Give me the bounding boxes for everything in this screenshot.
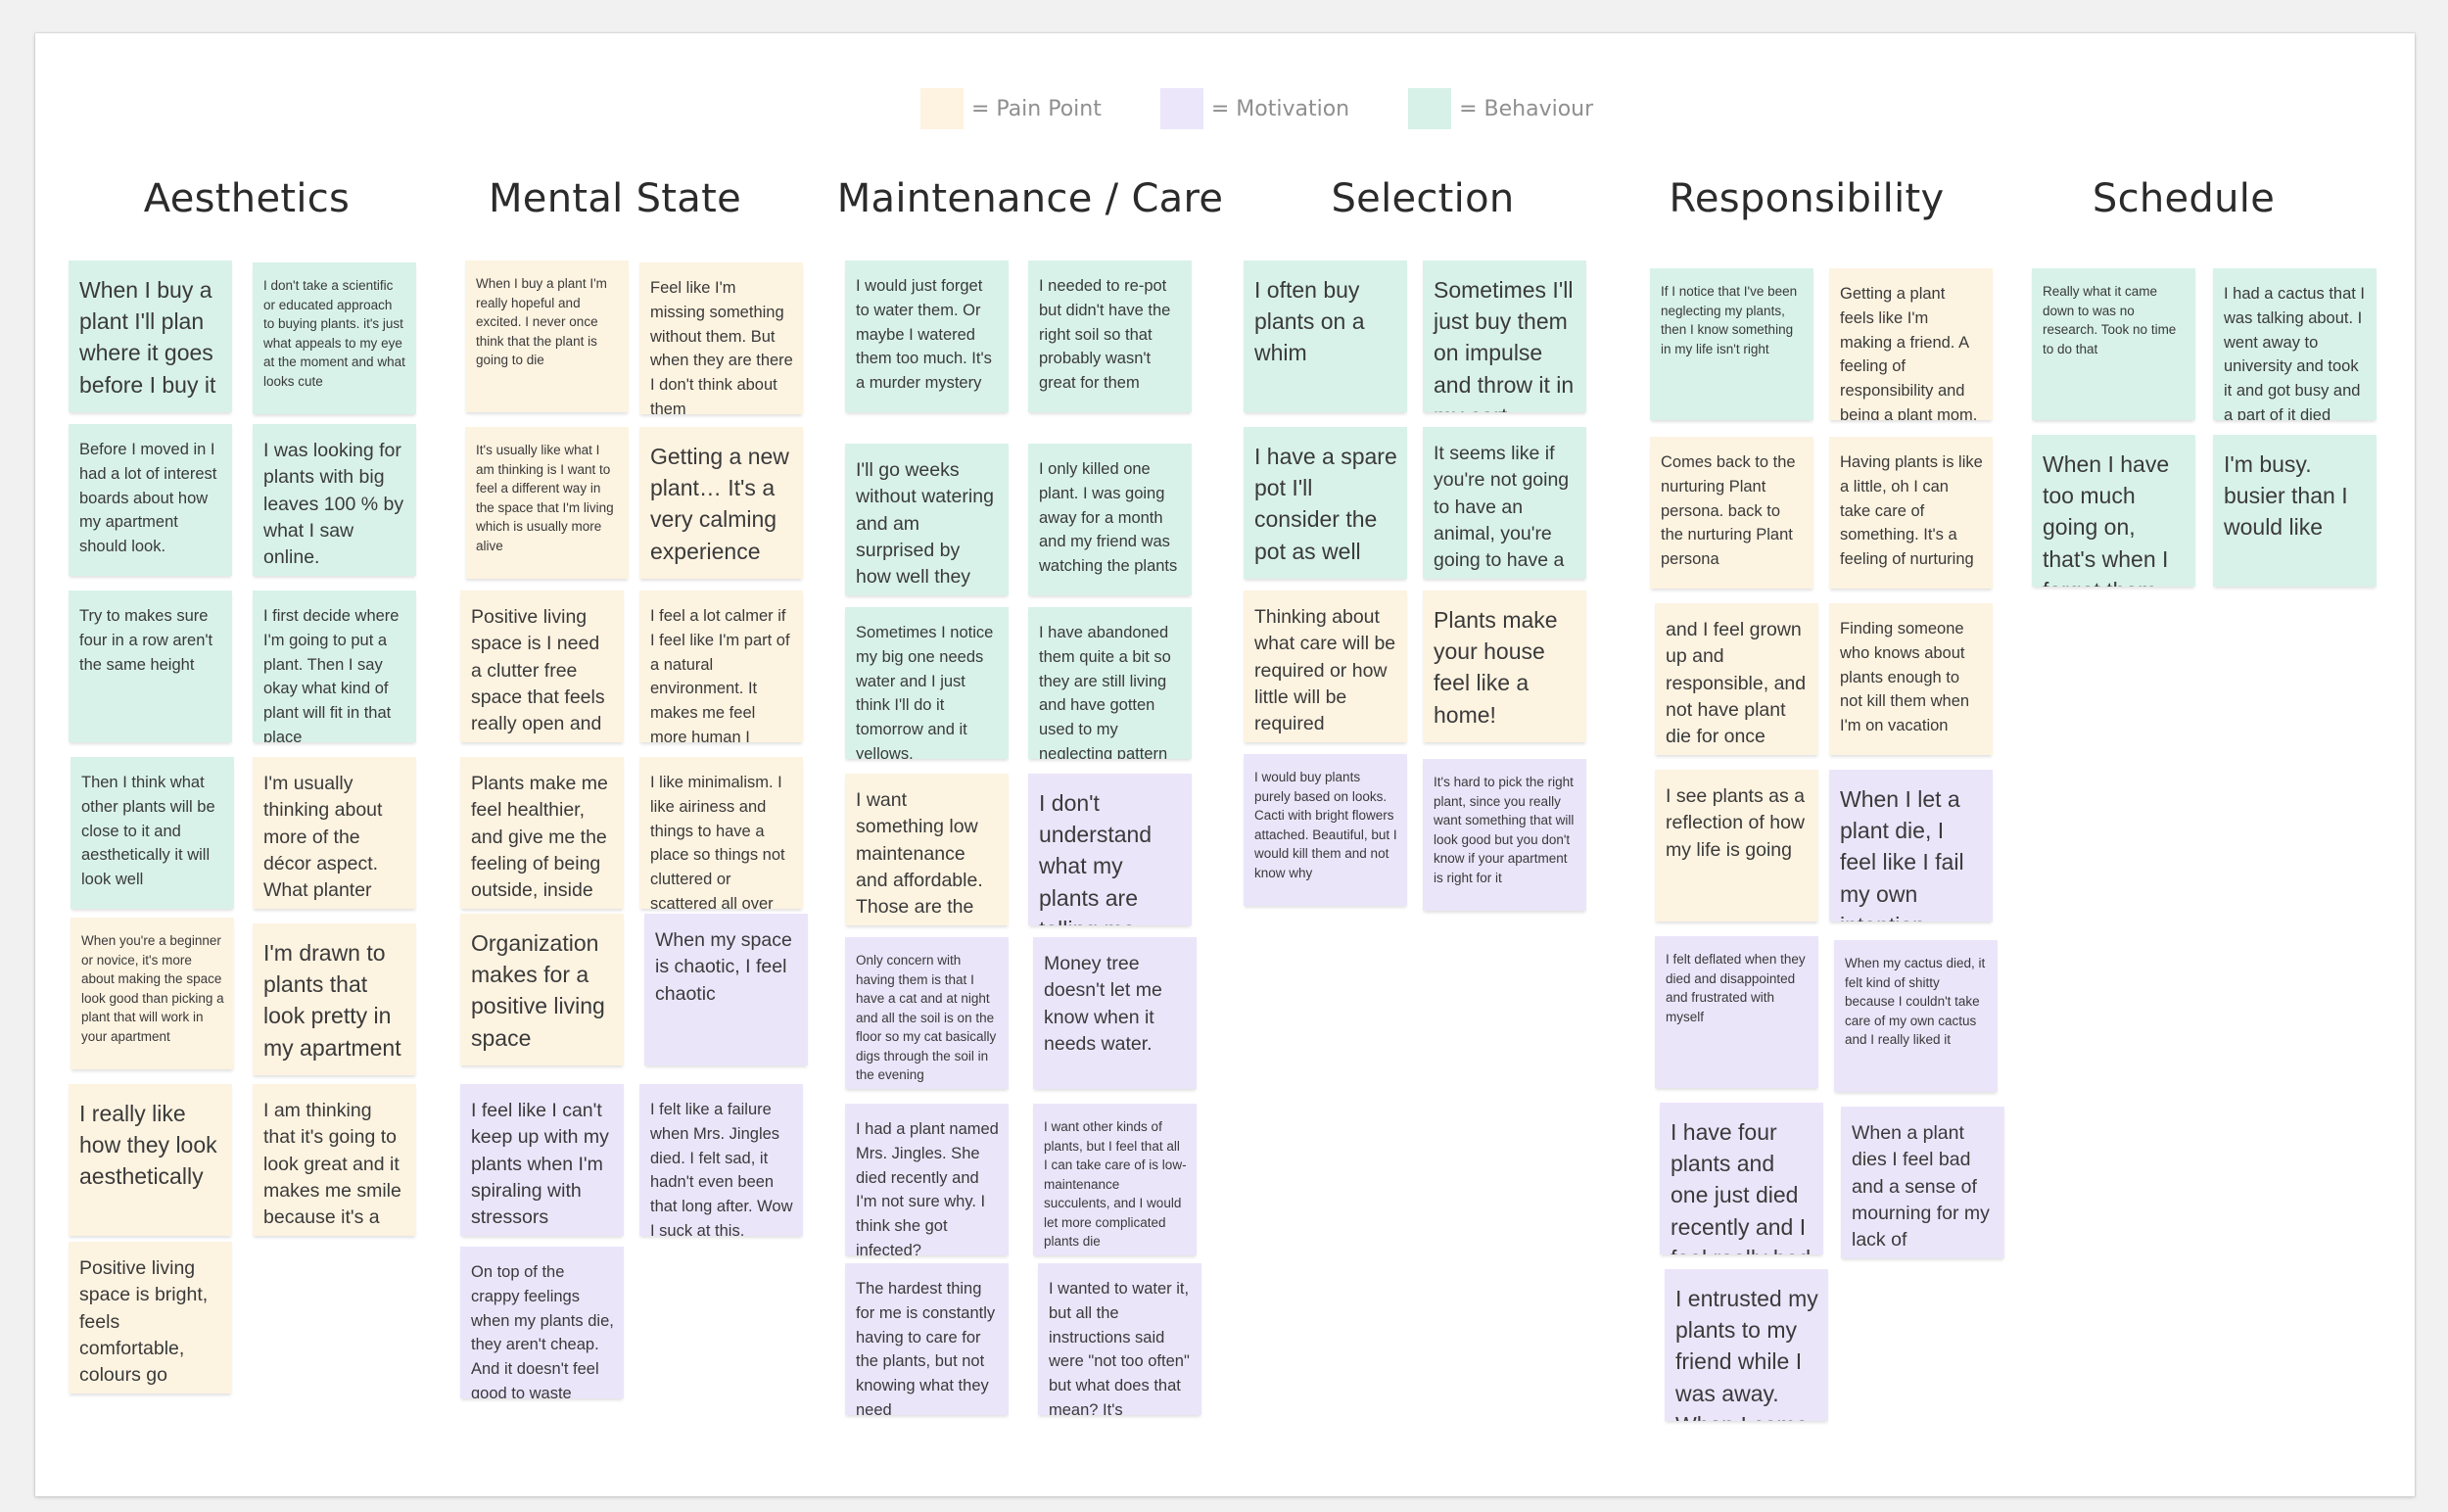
sticky-note[interactable]: Comes back to the nurturing Plant person… <box>1650 437 1813 589</box>
sticky-note[interactable]: Having plants is like a little, oh I can… <box>1829 437 1993 589</box>
sticky-note[interactable]: When I have too much going on, that's wh… <box>2032 435 2195 587</box>
sticky-note[interactable]: I want other kinds of plants, but I feel… <box>1033 1104 1197 1255</box>
legend-swatch <box>920 88 964 129</box>
column-title-responsibility: Responsibility <box>1669 176 1945 221</box>
sticky-note[interactable]: I want something low maintenance and aff… <box>845 774 1009 925</box>
sticky-note[interactable]: I don't understand what my plants are te… <box>1028 774 1192 925</box>
sticky-note[interactable]: When my cactus died, it felt kind of shi… <box>1834 940 1998 1092</box>
sticky-note[interactable]: When a plant dies I feel bad and a sense… <box>1841 1107 2004 1258</box>
legend-item-pain: = Pain Point <box>920 88 1102 129</box>
sticky-note[interactable]: Positive living space is I need a clutte… <box>460 591 624 742</box>
legend-swatch <box>1408 88 1452 129</box>
sticky-note[interactable]: Thinking about what care will be require… <box>1244 591 1407 742</box>
sticky-note[interactable]: When my space is chaotic, I feel chaotic <box>644 914 808 1065</box>
sticky-note[interactable]: Really what it came down to was no resea… <box>2032 268 2195 420</box>
sticky-note[interactable]: I only killed one plant. I was going awa… <box>1028 444 1192 595</box>
column-title-mental-state: Mental State <box>489 176 741 221</box>
legend: = Pain Point = Motivation = Behaviour <box>920 86 1652 131</box>
sticky-note[interactable]: I would just forget to water them. Or ma… <box>845 260 1009 412</box>
sticky-note[interactable]: I'll go weeks without watering and am su… <box>845 444 1009 595</box>
sticky-note[interactable]: I often buy plants on a whim <box>1244 260 1407 412</box>
sticky-note[interactable]: Then I think what other plants will be c… <box>71 757 234 909</box>
sticky-note[interactable]: When I buy a plant I'm really hopeful an… <box>465 260 629 412</box>
sticky-note[interactable]: It's hard to pick the right plant, since… <box>1423 759 1586 911</box>
column-title-aesthetics: Aesthetics <box>143 176 351 221</box>
sticky-note[interactable]: I wanted to water it, but all the instru… <box>1038 1263 1201 1415</box>
sticky-note[interactable]: I first decide where I'm going to put a … <box>253 591 416 742</box>
sticky-note[interactable]: When I buy a plant I'll plan where it go… <box>69 260 232 412</box>
column-title-maintenance-care: Maintenance / Care <box>836 176 1224 221</box>
sticky-note[interactable]: I had a plant named Mrs. Jingles. She di… <box>845 1104 1009 1255</box>
sticky-note[interactable]: I am thinking that it's going to look gr… <box>253 1084 416 1236</box>
whiteboard <box>35 33 2415 1496</box>
sticky-note[interactable]: I entrusted my plants to my friend while… <box>1665 1269 1828 1421</box>
legend-item-mot: = Motivation <box>1159 88 1350 129</box>
sticky-note[interactable]: When you're a beginner or novice, it's m… <box>71 918 234 1069</box>
sticky-note[interactable]: I have a spare pot I'll consider the pot… <box>1244 427 1407 579</box>
sticky-note[interactable]: I have four plants and one just died rec… <box>1660 1103 1823 1254</box>
sticky-note[interactable]: I needed to re-pot but didn't have the r… <box>1028 260 1192 412</box>
sticky-note[interactable]: I see plants as a reflection of how my l… <box>1655 770 1818 921</box>
sticky-note[interactable]: I'm usually thinking about more of the d… <box>253 757 416 909</box>
sticky-note[interactable]: Only concern with having them is that I … <box>845 937 1009 1089</box>
legend-label: = Pain Point <box>971 96 1102 121</box>
sticky-note[interactable]: Finding someone who knows about plants e… <box>1829 603 1993 755</box>
sticky-note[interactable]: I'm busy. busier than I would like <box>2213 435 2377 587</box>
sticky-note[interactable]: Getting a new plant… It's a very calming… <box>639 427 803 579</box>
sticky-note[interactable]: I really like how they look aestheticall… <box>69 1084 232 1236</box>
sticky-note[interactable]: Plants make me feel healthier, and give … <box>460 757 624 909</box>
sticky-note[interactable]: I like minimalism. I like airiness and t… <box>639 757 803 909</box>
sticky-note[interactable]: I'm drawn to plants that look pretty in … <box>253 923 416 1075</box>
sticky-note[interactable]: Sometimes I notice my big one needs wate… <box>845 607 1009 759</box>
sticky-note[interactable]: Plants make your house feel like a home! <box>1423 591 1586 742</box>
sticky-note[interactable]: Money tree doesn't let me know when it n… <box>1033 937 1197 1089</box>
column-title-selection: Selection <box>1331 176 1515 221</box>
sticky-note[interactable]: Positive living space is bright, feels c… <box>69 1242 232 1394</box>
sticky-note[interactable]: I don't take a scientific or educated ap… <box>253 262 416 414</box>
column-title-schedule: Schedule <box>2092 176 2276 221</box>
sticky-note[interactable]: I feel like I can't keep up with my plan… <box>460 1084 624 1236</box>
sticky-note[interactable]: Feel like I'm missing something without … <box>639 262 803 414</box>
sticky-note[interactable]: Getting a plant feels like I'm making a … <box>1829 268 1993 420</box>
sticky-note[interactable]: Before I moved in I had a lot of interes… <box>69 424 232 576</box>
sticky-note[interactable]: The hardest thing for me is constantly h… <box>845 1263 1009 1415</box>
sticky-note[interactable]: and I feel grown up and responsible, and… <box>1655 603 1818 755</box>
sticky-note[interactable]: It's usually like what I am thinking is … <box>465 427 629 579</box>
sticky-note[interactable]: I had a cactus that I was talking about.… <box>2213 268 2377 420</box>
legend-swatch <box>1159 88 1203 129</box>
sticky-note[interactable]: I feel a lot calmer if I feel like I'm p… <box>639 591 803 742</box>
sticky-note[interactable]: I was looking for plants with big leaves… <box>253 424 416 576</box>
legend-label: = Behaviour <box>1459 96 1594 121</box>
legend-label: = Motivation <box>1210 96 1350 121</box>
sticky-note[interactable]: I have abandoned them quite a bit so the… <box>1028 607 1192 759</box>
sticky-note[interactable]: If I notice that I've been neglecting my… <box>1650 268 1813 420</box>
sticky-note[interactable]: Try to makes sure four in a row aren't t… <box>69 591 232 742</box>
sticky-note[interactable]: I felt like a failure when Mrs. Jingles … <box>639 1084 803 1236</box>
sticky-note[interactable]: I would buy plants purely based on looks… <box>1244 754 1407 906</box>
sticky-note[interactable]: It seems like if you're not going to hav… <box>1423 427 1586 579</box>
sticky-note[interactable]: I felt deflated when they died and disap… <box>1655 936 1818 1088</box>
sticky-note[interactable]: Sometimes I'll just buy them on impulse … <box>1423 260 1586 412</box>
sticky-note[interactable]: When I let a plant die, I feel like I fa… <box>1829 770 1993 921</box>
legend-item-beh: = Behaviour <box>1408 88 1593 129</box>
sticky-note[interactable]: Organization makes for a positive living… <box>460 914 624 1065</box>
sticky-note[interactable]: On top of the crappy feelings when my pl… <box>460 1247 624 1398</box>
